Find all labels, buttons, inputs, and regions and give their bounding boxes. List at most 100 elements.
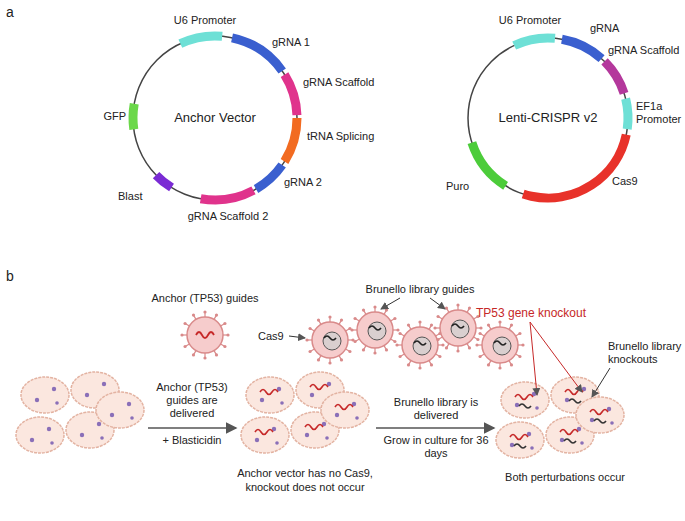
guide-squiggle <box>494 341 506 345</box>
virus <box>440 310 476 346</box>
virus-spike <box>468 306 471 309</box>
cell-dot <box>530 446 534 450</box>
cell-dot <box>590 418 594 422</box>
panel-letter: b <box>6 268 26 284</box>
virus-spike <box>475 343 478 346</box>
part-label: gRNA 1 <box>272 36 322 49</box>
cell-dot <box>110 413 114 417</box>
cell-dot <box>85 393 89 397</box>
cell-dot <box>47 427 51 431</box>
group-caption: Anchor vector has no Cas9, knockout does… <box>215 466 395 494</box>
part-label: Brunello library is delivered <box>374 396 498 422</box>
virus-spike <box>215 353 218 356</box>
process-arrow <box>148 427 236 429</box>
leader-line <box>530 322 582 392</box>
part-label: gRNA 2 <box>284 176 334 189</box>
cell-dot <box>80 433 84 437</box>
virus <box>402 327 438 363</box>
cell-dot <box>255 438 259 442</box>
virus-spike <box>183 345 186 348</box>
cell-dot <box>565 398 569 402</box>
plasmid-segment <box>101 4 329 232</box>
cell-dot <box>30 438 34 442</box>
cell-dot <box>127 402 131 406</box>
virus-spike <box>308 327 311 330</box>
cell <box>246 377 294 413</box>
cell-dot <box>97 422 101 426</box>
part-label: Anchor (TP53) guides <box>148 292 262 305</box>
part-label: gRNA Scaffold 2 <box>178 210 278 223</box>
virus-spike <box>456 349 459 352</box>
plasmid-segment <box>106 9 324 227</box>
cell-dot <box>50 441 54 445</box>
part-label: Puro <box>446 180 482 193</box>
cas9-protein <box>323 332 341 350</box>
cell <box>496 422 544 458</box>
guide-squiggle <box>514 444 526 448</box>
part-label: + Blasticidin <box>144 434 240 447</box>
virus-spike <box>395 343 398 346</box>
leader-line <box>381 298 400 309</box>
virus-spike <box>476 338 479 341</box>
virus-spike <box>418 366 421 369</box>
part-label: gRNA Scaffold <box>608 44 684 57</box>
guide-squiggle <box>335 405 353 410</box>
virus-spike <box>328 361 331 364</box>
cell-dot <box>510 443 514 447</box>
part-label: Brunello library knockouts <box>608 340 682 366</box>
virus-spike <box>436 315 439 318</box>
virus-spike <box>441 343 444 346</box>
part-label: tRNA Splicing <box>307 130 397 143</box>
part-label: GFP <box>90 110 126 123</box>
virus-spike <box>340 358 343 361</box>
guide-squiggle <box>569 399 581 403</box>
cell <box>96 392 144 428</box>
cell-dot <box>305 433 309 437</box>
part-label: gRNA <box>590 22 630 35</box>
plasmid-name: Lenti-CRISPR v2 <box>499 110 598 126</box>
plasmid-segment <box>102 5 328 231</box>
guide-squiggle <box>260 390 278 395</box>
part-label: Cas9 <box>612 175 652 188</box>
virus-spike <box>393 340 396 343</box>
cell-dot <box>55 401 59 405</box>
virus-spike <box>433 326 436 329</box>
virus-spike <box>487 363 490 366</box>
guide-squiggle <box>515 395 533 400</box>
virus-spike <box>430 323 433 326</box>
virus-spike <box>393 317 396 320</box>
cell-dot <box>130 416 134 420</box>
cell-dot <box>610 421 614 425</box>
part-label: Grow in culture for 36 days <box>374 434 498 460</box>
plasmid-segment <box>118 21 313 216</box>
cell-dot <box>535 406 539 410</box>
virus-spike <box>518 355 521 358</box>
virus-spike <box>478 355 481 358</box>
cell-dot <box>310 393 314 397</box>
plasmid-node: Lenti-CRISPR v2 <box>495 108 602 128</box>
cell-dot <box>280 401 284 405</box>
virus-spike <box>385 348 388 351</box>
virus-spike <box>445 306 448 309</box>
virus-spike <box>308 350 311 353</box>
guide-squiggle <box>414 341 426 345</box>
virus <box>482 327 518 363</box>
virus-spike <box>305 338 308 341</box>
virus-spike <box>226 333 229 336</box>
virus-spike <box>373 351 376 354</box>
virus-spike <box>498 366 501 369</box>
guide-squiggle <box>310 385 328 390</box>
guide-squiggle <box>196 332 214 338</box>
guide-squiggle <box>590 410 608 415</box>
virus-spike <box>436 338 439 341</box>
cell <box>501 382 549 418</box>
cas9-protein <box>368 322 386 340</box>
guide-squiggle <box>369 326 381 330</box>
cell <box>21 377 69 413</box>
part-label: gRNA Scaffold <box>303 76 393 89</box>
virus-spike <box>468 346 471 349</box>
group-caption: Both perturbations occur <box>490 470 640 484</box>
process-arrow <box>376 427 494 429</box>
guide-squiggle <box>255 430 273 435</box>
